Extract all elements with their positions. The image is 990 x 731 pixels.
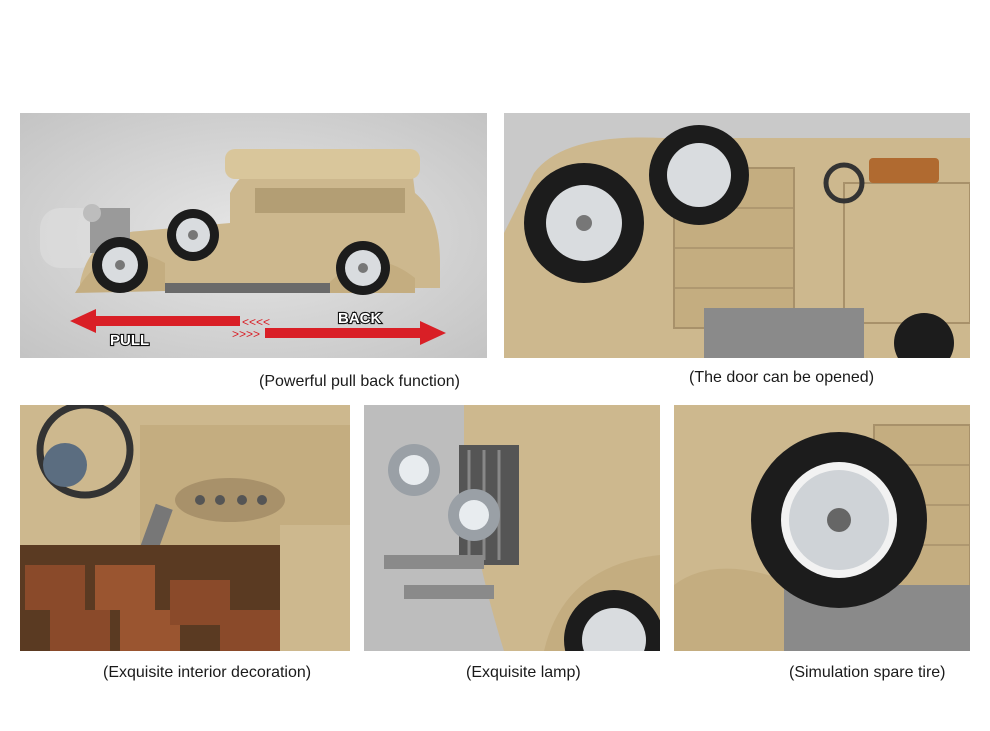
caption-interior: (Exquisite interior decoration): [103, 664, 312, 681]
interior-decoration-image: [20, 405, 350, 651]
svg-text:>>>>: >>>>: [232, 327, 260, 341]
caption-lamp: (Exquisite lamp): [466, 664, 581, 681]
caption-door: (The door can be opened): [689, 369, 875, 386]
lamp-icon: [388, 444, 500, 541]
lamp-image: [364, 405, 660, 651]
svg-text:<<<<: <<<<: [242, 315, 270, 329]
pull-label: PULL: [110, 332, 149, 349]
back-label: BACK: [338, 310, 381, 327]
door-wheel-icon: [524, 163, 644, 283]
door-opened-image: [504, 113, 970, 358]
door-spare-wheel-icon: [649, 125, 749, 225]
caption-pull-back: (Powerful pull back function): [259, 373, 460, 390]
spare-wheel-icon: [167, 209, 219, 261]
front-wheel-icon: [92, 237, 148, 293]
rear-wheel-icon: [336, 241, 390, 295]
spare-tire-image: [674, 405, 970, 651]
back-arrow-icon: >>>>: [232, 321, 446, 345]
steering-wheel-icon: [36, 405, 134, 499]
caption-spare-tire: (Simulation spare tire): [789, 664, 946, 681]
pull-arrow-icon: <<<<: [70, 309, 270, 333]
spare-tire-icon: [751, 432, 927, 608]
pull-back-function-image: <<<< >>>> PULL BACK: [20, 113, 487, 358]
